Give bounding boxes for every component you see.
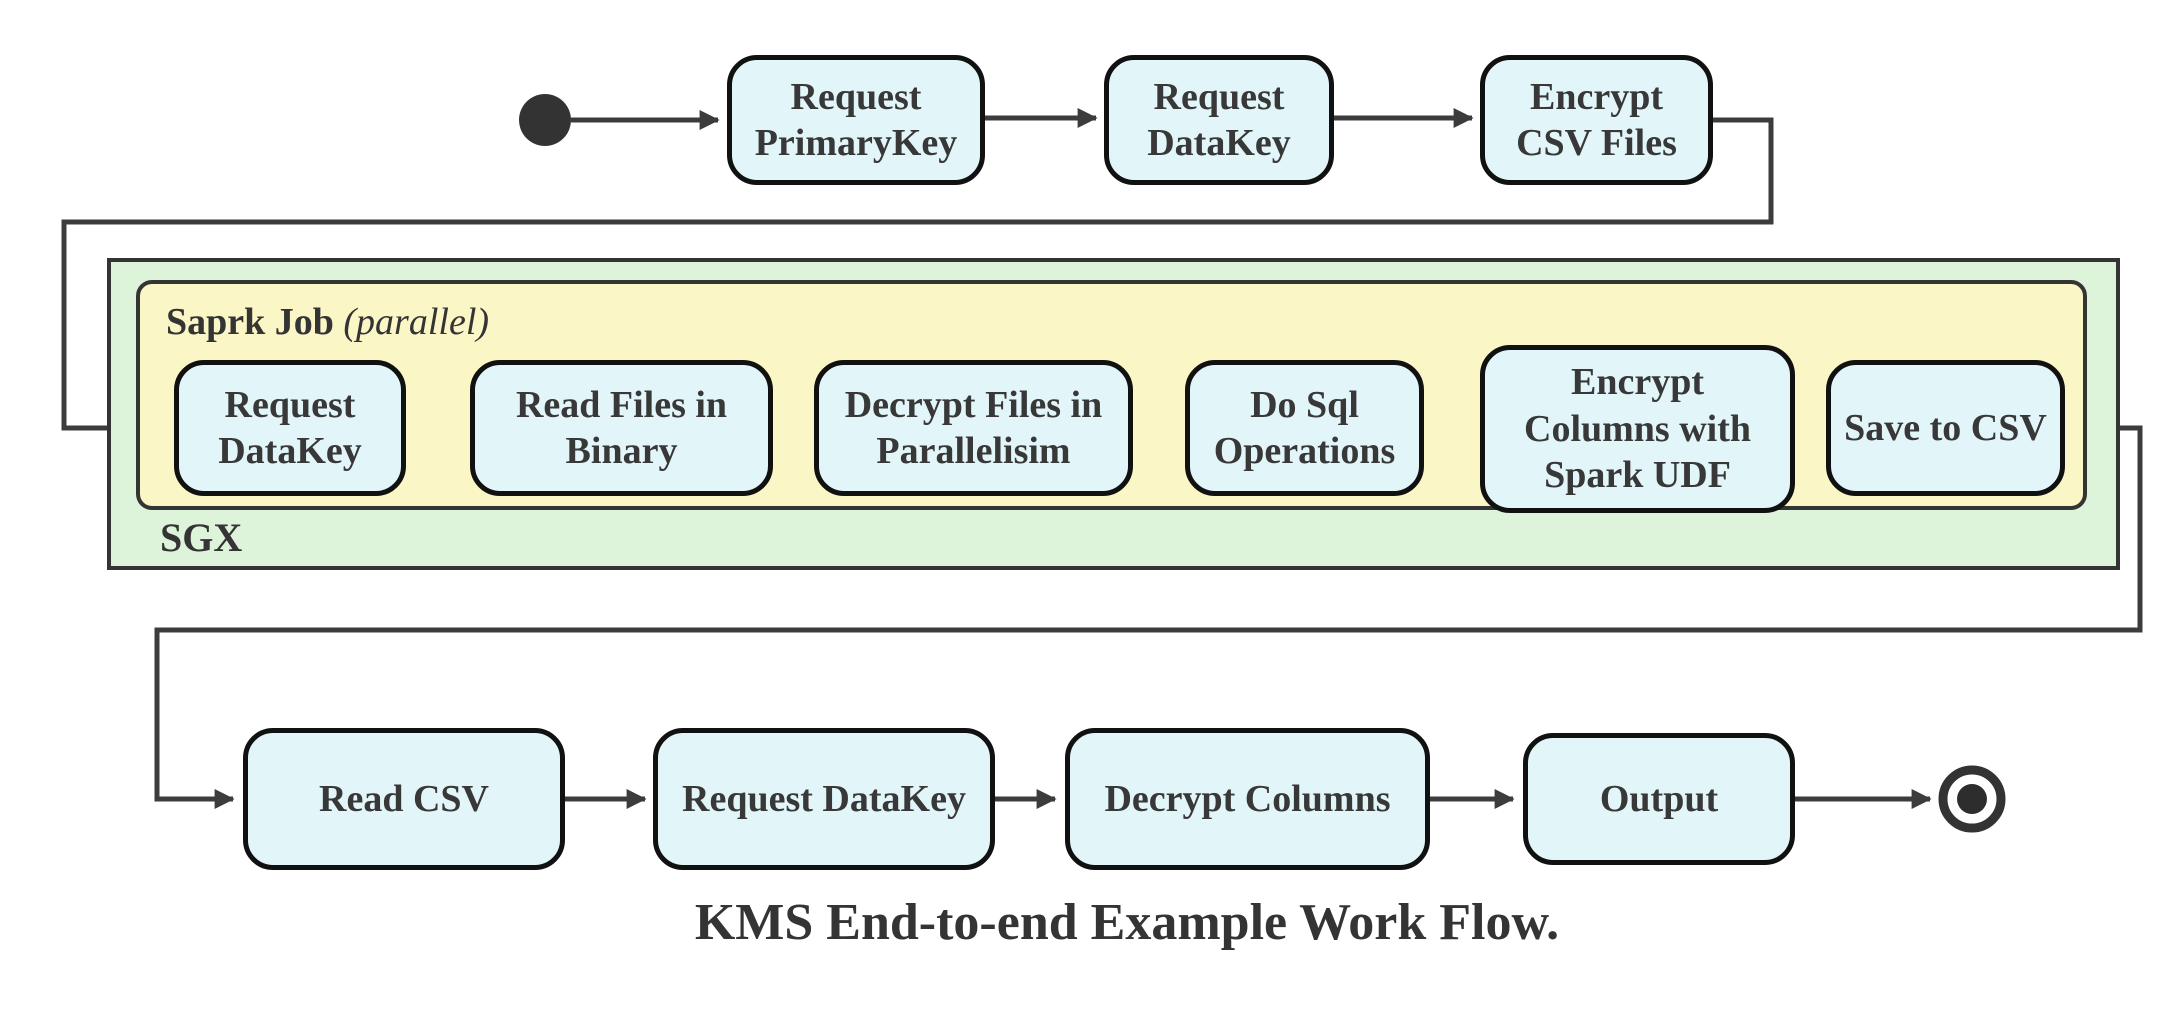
- activity-request-primarykey: Request PrimaryKey: [727, 55, 985, 185]
- activity-encrypt-columns-with-spark-udf: Encrypt Columns with Spark UDF: [1480, 345, 1795, 513]
- diagram-caption: KMS End-to-end Example Work Flow.: [694, 894, 1560, 951]
- activity-sgx-request-datakey: Request DataKey: [174, 360, 406, 496]
- spark-job-partition-label: Saprk Job (parallel): [166, 300, 489, 344]
- start-state-icon: [519, 94, 571, 146]
- activity-request-datakey-top: Request DataKey: [1104, 55, 1334, 185]
- activity-decrypt-files-in-parallelisim: Decrypt Files in Parallelisim: [814, 360, 1133, 496]
- activity-encrypt-csv-files: Encrypt CSV Files: [1480, 55, 1713, 185]
- end-state-dot-icon: [1957, 784, 1987, 814]
- activity-request-datakey-bottom: Request DataKey: [653, 728, 995, 870]
- activity-read-csv: Read CSV: [243, 728, 565, 870]
- flow-arrow-encrypt-csv-files-to-sgx-request-datakey: [61, 117, 1774, 438]
- spark-job-label-text: Saprk Job: [166, 301, 334, 343]
- flow-arrow-save-to-csv-to-read-csv: [154, 425, 2143, 809]
- activity-output: Output: [1523, 733, 1795, 865]
- activity-save-to-csv: Save to CSV: [1826, 360, 2065, 496]
- activity-read-files-in-binary: Read Files in Binary: [470, 360, 773, 496]
- sgx-partition-label: SGX: [160, 515, 243, 560]
- activity-do-sql-operations: Do Sql Operations: [1185, 360, 1424, 496]
- spark-job-parallel-qualifier: (parallel): [343, 301, 490, 343]
- activity-decrypt-columns: Decrypt Columns: [1065, 728, 1430, 870]
